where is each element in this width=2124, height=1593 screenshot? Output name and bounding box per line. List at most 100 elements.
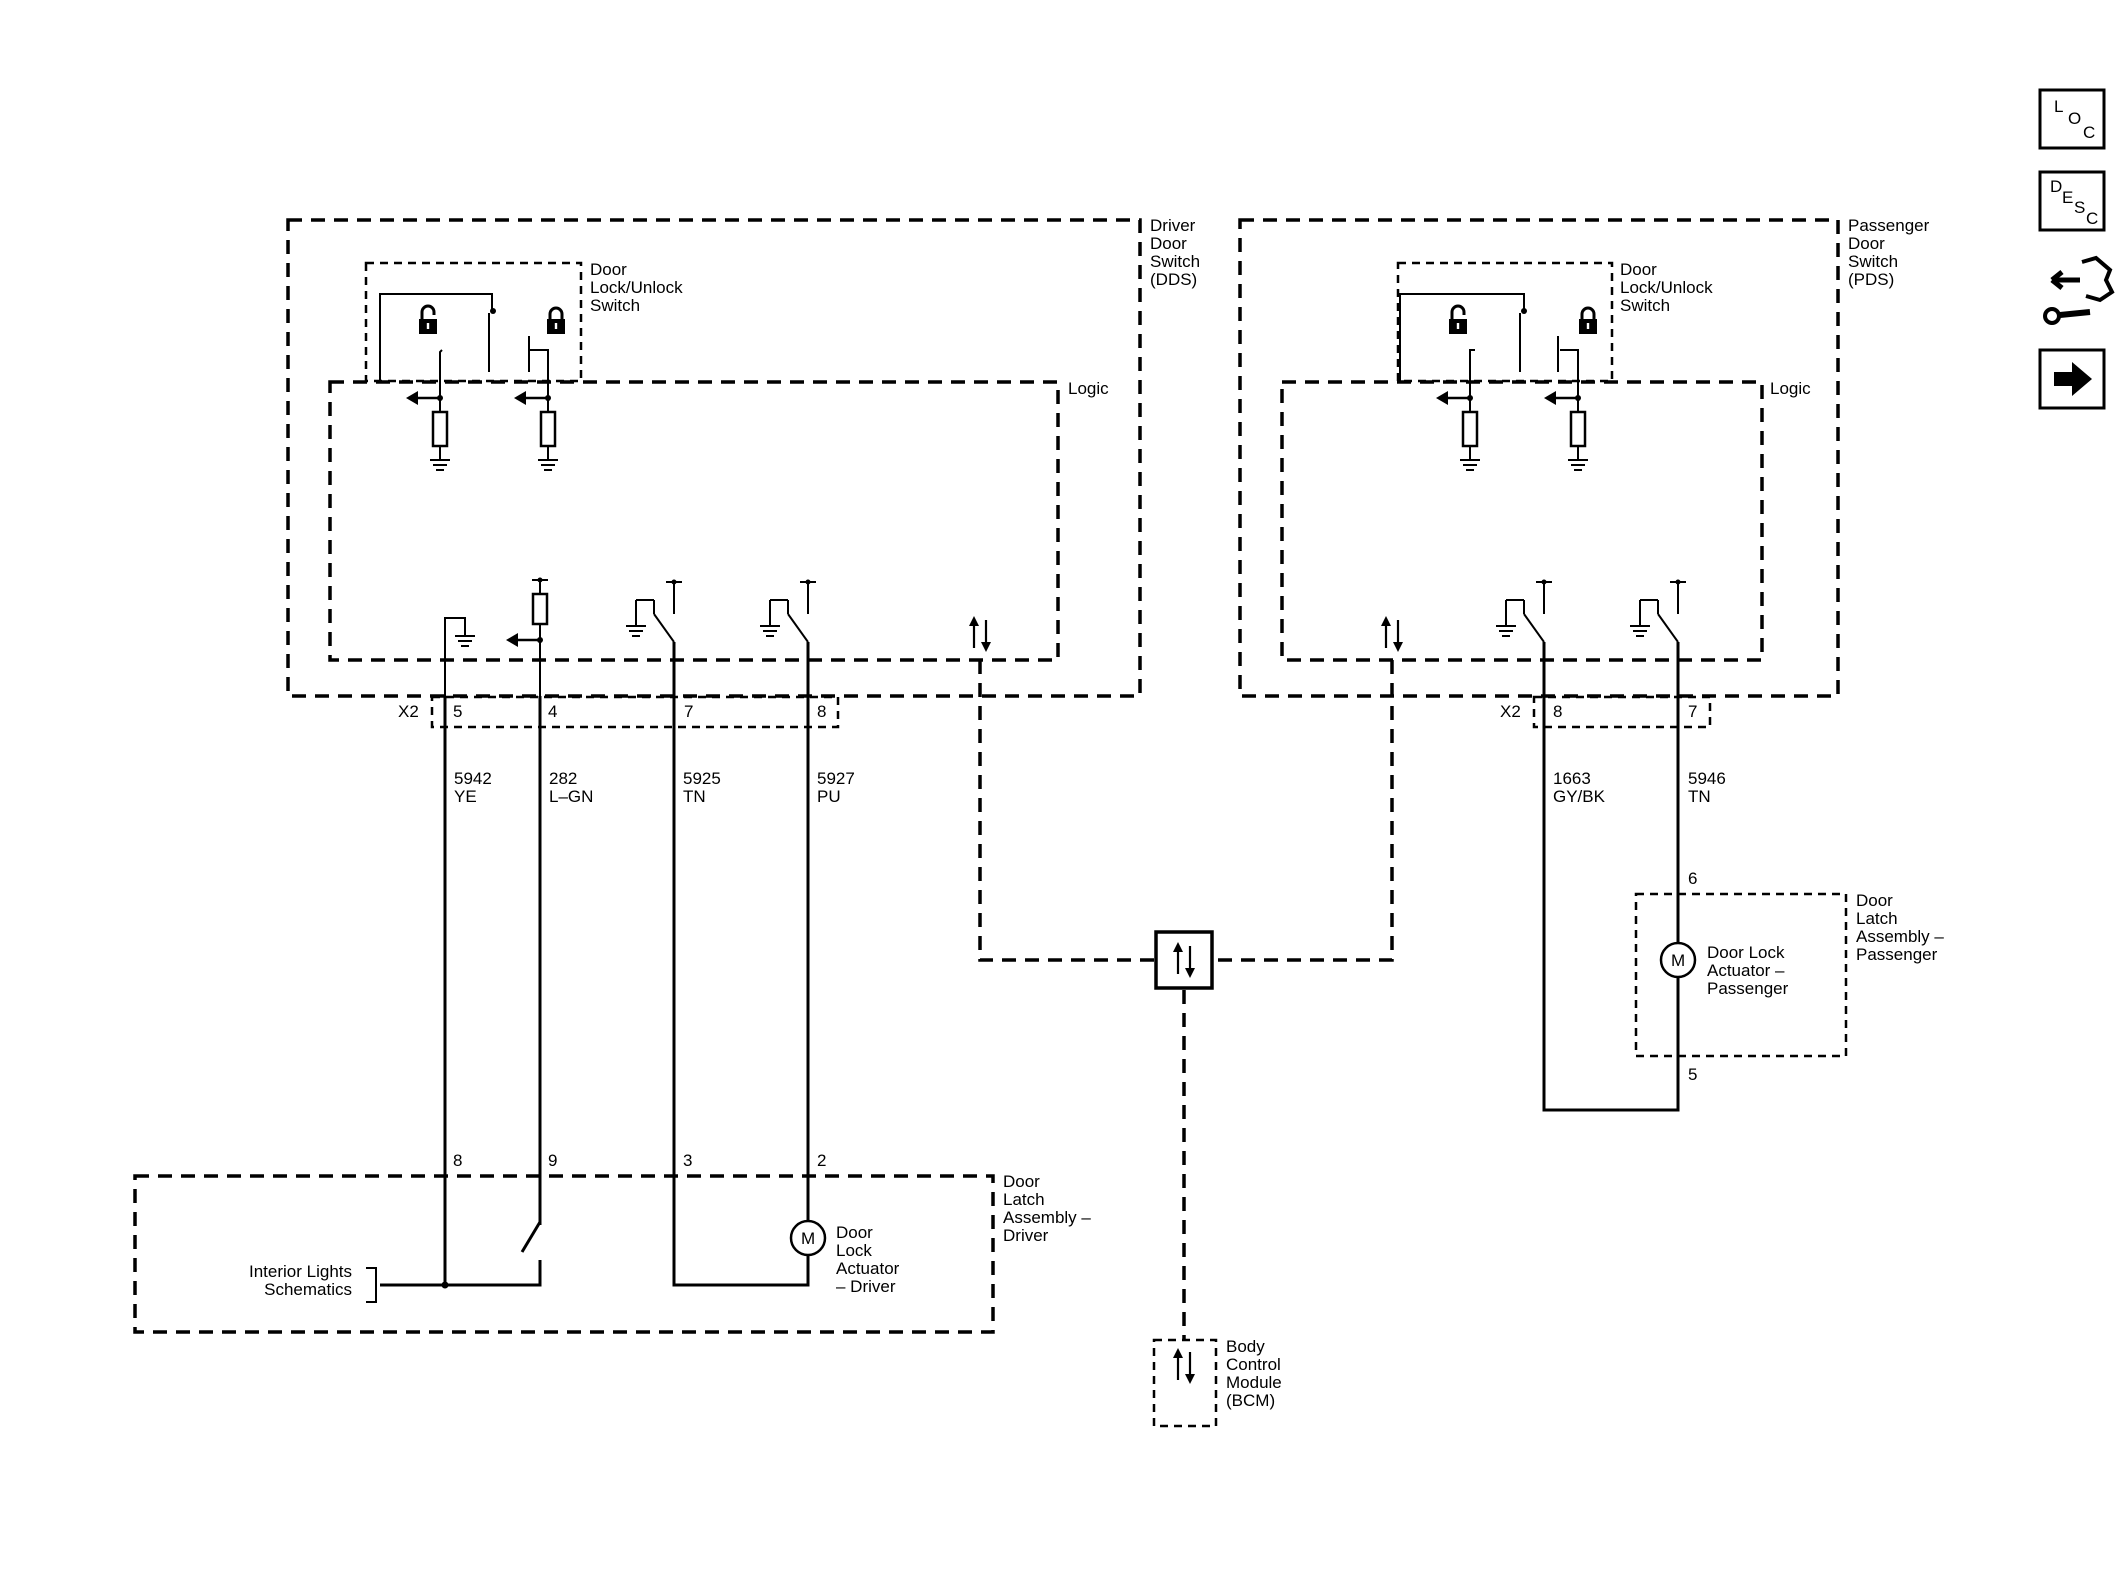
svg-text:Door: Door	[836, 1223, 873, 1242]
svg-text:Body: Body	[1226, 1337, 1265, 1356]
bcm-title-2: Control	[1226, 1355, 1281, 1374]
bcm-serial-data-icon	[1171, 1346, 1197, 1386]
latch-passenger-pin-5: 5	[1688, 1065, 1697, 1084]
loc-button[interactable]: L O C	[2038, 88, 2106, 150]
pds-lock-icon	[1577, 306, 1599, 336]
driver-actuator-1: Door	[836, 1223, 873, 1242]
svg-text:Driver: Driver	[1003, 1226, 1049, 1245]
svg-text:Latch: Latch	[1856, 909, 1898, 928]
desc-letter-s: S	[2074, 198, 2085, 217]
passenger-actuator-1: Door Lock	[1707, 943, 1785, 962]
latch-passenger-border	[1634, 892, 1848, 1058]
svg-text:Module: Module	[1226, 1373, 1282, 1392]
driver-motor-label: M	[801, 1229, 815, 1248]
pds-pin-8: 8	[1553, 702, 1562, 721]
svg-text:Door: Door	[1150, 234, 1187, 253]
pds-switch-label-1: Door	[1620, 260, 1657, 279]
loc-letter-c: C	[2083, 123, 2095, 142]
bcm-title-3: Module	[1226, 1373, 1282, 1392]
svg-text:(PDS): (PDS)	[1848, 270, 1894, 289]
passenger-motor-label: M	[1671, 951, 1685, 970]
svg-text:Passenger: Passenger	[1848, 216, 1930, 235]
lock-icon	[545, 306, 567, 336]
driver-actuator-4: – Driver	[836, 1277, 896, 1296]
dds-output-switch-8	[760, 580, 816, 643]
svg-text:Assembly –: Assembly –	[1856, 927, 1944, 946]
pds-switch-label-3: Switch	[1620, 296, 1670, 315]
svg-text:(BCM): (BCM)	[1226, 1391, 1275, 1410]
driver-actuator-2: Lock	[836, 1241, 872, 1260]
dds-pullup-resistor-2	[538, 398, 558, 470]
wire-5927-circuit: 5927	[817, 769, 855, 788]
svg-text:Lock: Lock	[836, 1241, 872, 1260]
arrow-right-icon[interactable]	[2038, 348, 2106, 410]
svg-text:Control: Control	[1226, 1355, 1281, 1374]
serial-data-dds	[978, 660, 1156, 962]
dds-title-1: Driver	[1150, 216, 1196, 235]
pds-switch-label-2: Lock/Unlock	[1620, 278, 1713, 297]
wire-5946-color: TN	[1688, 787, 1711, 806]
pds-connector-label: X2	[1500, 702, 1521, 721]
dds-pin-7: 7	[684, 702, 693, 721]
connector-wrench-icon[interactable]	[2043, 255, 2115, 325]
unlock-icon	[417, 304, 439, 336]
loc-letter-o: O	[2068, 109, 2081, 128]
wire-282-color: L–GN	[549, 787, 593, 806]
dds-title-4: (DDS)	[1150, 270, 1197, 289]
svg-text:Lock/Unlock: Lock/Unlock	[590, 278, 683, 297]
pds-title-3: Switch	[1848, 252, 1898, 271]
door-ajar-switch	[520, 1221, 542, 1253]
latch-passenger-title-4: Passenger	[1856, 945, 1938, 964]
svg-text:Door: Door	[1620, 260, 1657, 279]
dds-serial-data-icon	[967, 614, 993, 654]
pds-switch-border	[1396, 261, 1614, 383]
latch-passenger-title-3: Assembly –	[1856, 927, 1944, 946]
pds-logic-label: Logic	[1770, 379, 1811, 398]
dds-pullup-resistor-1	[430, 398, 450, 470]
driver-actuator-3: Actuator	[836, 1259, 900, 1278]
dds-switch-label-1: Door	[590, 260, 627, 279]
latch-passenger-title-2: Latch	[1856, 909, 1898, 928]
latch-driver-pin-9: 9	[548, 1151, 557, 1170]
dds-title-2: Door	[1150, 234, 1187, 253]
latch-driver-title-3: Assembly –	[1003, 1208, 1091, 1227]
svg-text:Door: Door	[1848, 234, 1885, 253]
wire-1663-circuit: 1663	[1553, 769, 1591, 788]
dds-switch-label-3: Switch	[590, 296, 640, 315]
pds-output-switch-7	[1630, 580, 1686, 643]
interior-lights-link-2[interactable]: Schematics	[264, 1280, 352, 1299]
svg-text:Door Lock: Door Lock	[1707, 943, 1785, 962]
serial-data-splice	[1154, 930, 1214, 990]
desc-button[interactable]: D E S C	[2038, 170, 2106, 232]
pds-serial-data-icon	[1379, 614, 1405, 654]
dds-title-3: Switch	[1150, 252, 1200, 271]
bcm-title-1: Body	[1226, 1337, 1265, 1356]
pds-pullup-resistor-2	[1568, 398, 1588, 470]
latch-driver-pin-2: 2	[817, 1151, 826, 1170]
passenger-motor-icon	[1659, 941, 1697, 979]
latch-driver-pin-3: 3	[683, 1151, 692, 1170]
serial-data-pds	[1212, 660, 1394, 962]
dds-switch-label-2: Lock/Unlock	[590, 278, 683, 297]
dds-pin-8: 8	[817, 702, 826, 721]
dds-connector-label: X2	[398, 702, 419, 721]
pds-connector-x2	[1532, 695, 1712, 729]
driver-motor-icon	[789, 1219, 827, 1257]
latch-driver-title-2: Latch	[1003, 1190, 1045, 1209]
pds-module-border	[1238, 218, 1840, 698]
desc-letter-d: D	[2050, 177, 2062, 196]
wire-5925	[672, 642, 810, 1287]
latch-driver-title-1: Door	[1003, 1172, 1040, 1191]
svg-text:Door: Door	[1003, 1172, 1040, 1191]
dds-logic-label: Logic	[1068, 379, 1109, 398]
desc-letter-e: E	[2062, 188, 2073, 207]
wire-5927-color: PU	[817, 787, 841, 806]
pds-title-1: Passenger	[1848, 216, 1930, 235]
latch-passenger-pin-6: 6	[1688, 869, 1697, 888]
interior-lights-link-1[interactable]: Interior Lights	[249, 1262, 352, 1281]
dds-logic-border	[328, 380, 1060, 662]
bcm-title-4: (BCM)	[1226, 1391, 1275, 1410]
bcm-border	[1152, 1338, 1218, 1428]
svg-text:Passenger: Passenger	[1707, 979, 1789, 998]
svg-text:Latch: Latch	[1003, 1190, 1045, 1209]
